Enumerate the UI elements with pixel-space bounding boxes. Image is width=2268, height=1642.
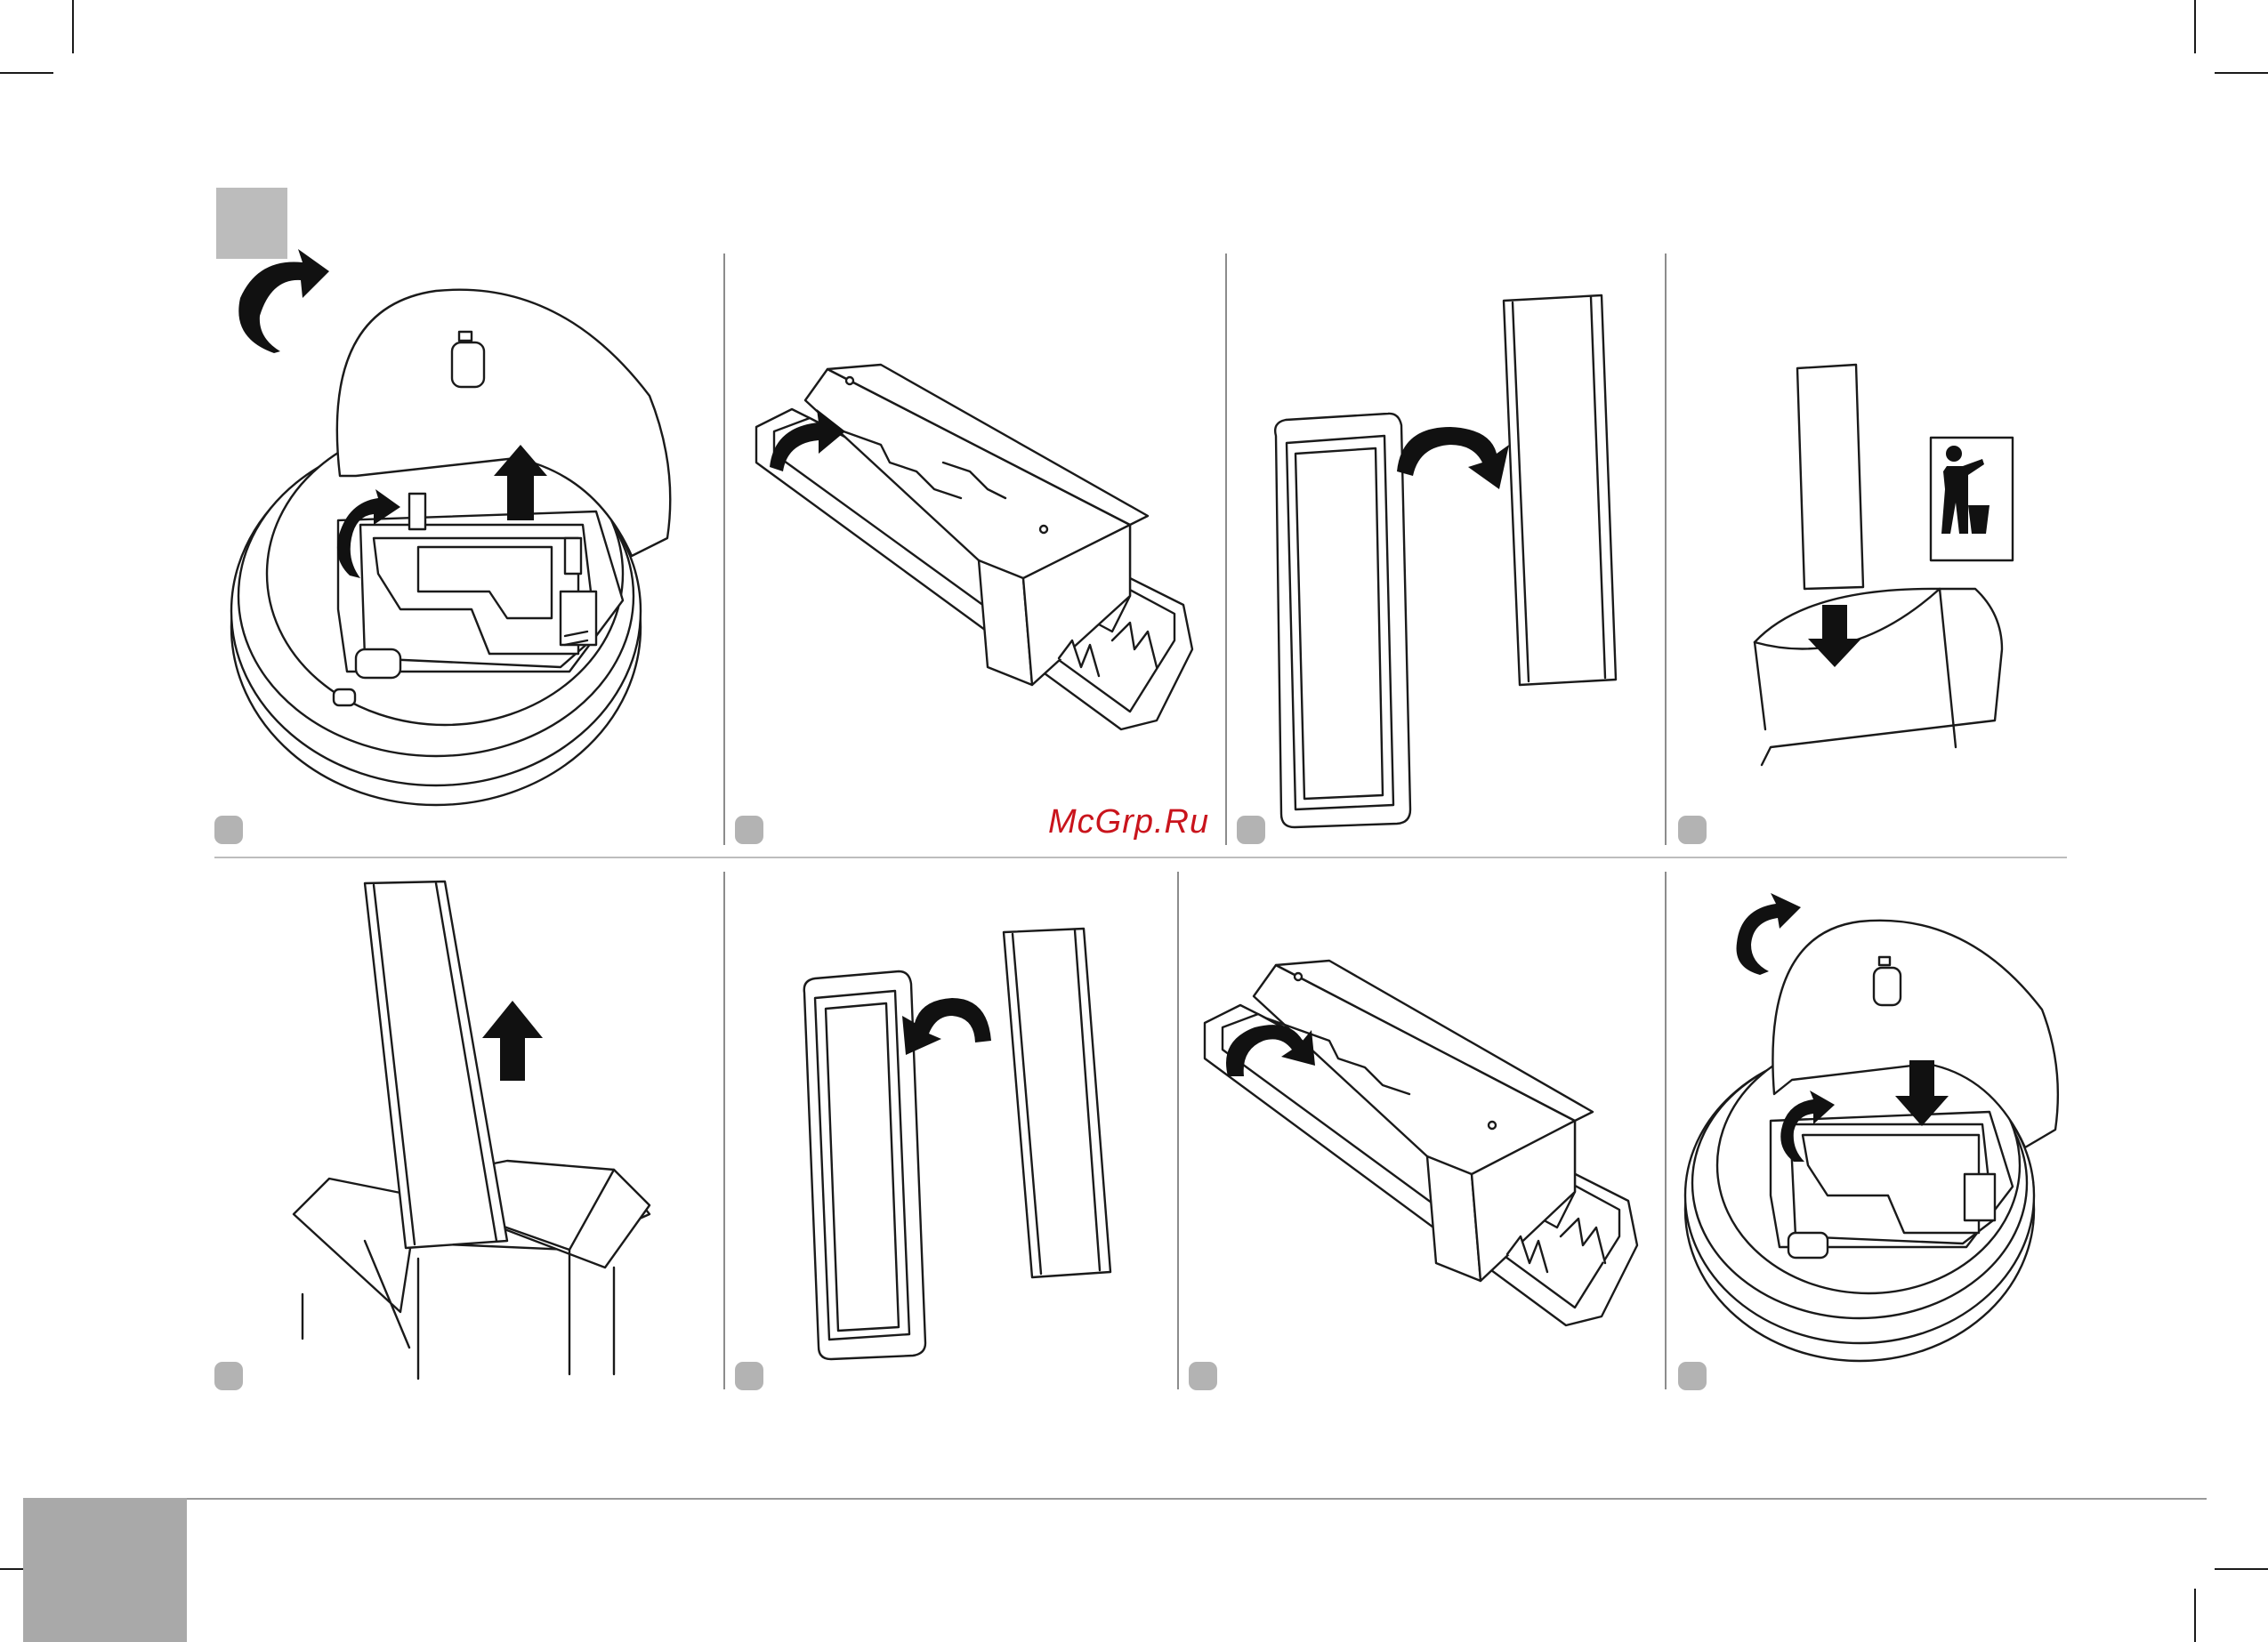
filter-remove-icon (1263, 294, 1637, 827)
crop-mark-tr-v (2194, 0, 2196, 53)
step-5-illustration (276, 876, 667, 1383)
step-6-illustration (801, 925, 1139, 1361)
filter-dispose-icon (1744, 356, 2029, 765)
crop-mark-tl-h (0, 72, 53, 74)
crop-mark-tr-h (2215, 72, 2268, 74)
crop-mark-br-v (2194, 1589, 2196, 1642)
column-divider (1177, 872, 1179, 1389)
step-4-illustration (1744, 356, 2029, 765)
step-7-illustration (1192, 943, 1655, 1334)
robot-lid-open-icon (222, 254, 685, 832)
column-divider (1665, 254, 1667, 845)
footer-rule (187, 1498, 2207, 1500)
crop-mark-tl-v (72, 0, 74, 53)
step-badge (1237, 816, 1265, 844)
dustbin-open-icon (739, 338, 1219, 729)
watermark-text: McGrp.Ru (1048, 803, 1209, 841)
step-2-illustration (739, 338, 1219, 729)
column-divider (723, 872, 725, 1389)
page-number-block (23, 1498, 187, 1642)
crop-mark-br-h (2215, 1568, 2268, 1570)
step-badge (735, 816, 763, 844)
new-filter-unbox-icon (276, 876, 667, 1383)
section-marker (216, 188, 287, 259)
filter-insert-icon (801, 925, 1139, 1361)
dustbin-close-icon (1192, 943, 1655, 1334)
column-divider (1665, 872, 1667, 1389)
robot-lid-close-icon (1682, 889, 2073, 1370)
step-badge (735, 1362, 763, 1390)
step-badge (1678, 816, 1707, 844)
column-divider (1225, 254, 1227, 845)
step-3-illustration (1263, 294, 1637, 827)
step-1-illustration (222, 254, 685, 832)
step-badge (1189, 1362, 1217, 1390)
column-divider (723, 254, 725, 845)
step-badge (214, 1362, 243, 1390)
step-8-illustration (1682, 889, 2073, 1370)
row-divider (214, 857, 2067, 858)
